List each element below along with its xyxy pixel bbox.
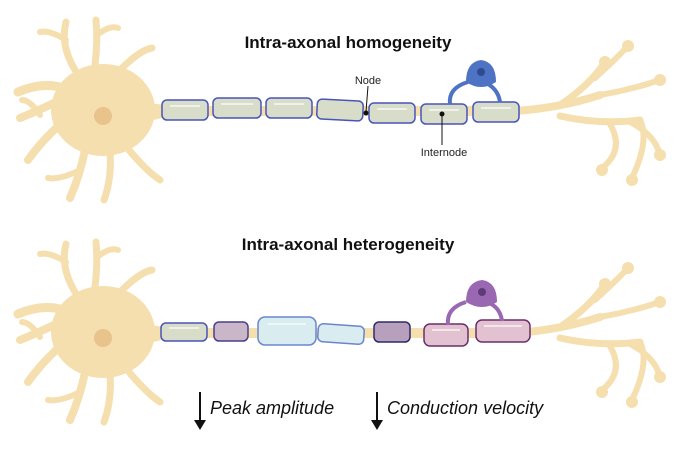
down-arrow-icon <box>194 420 206 430</box>
effect-label: Conduction velocity <box>387 398 544 418</box>
myelin-sheath <box>475 319 531 343</box>
oligodendrocyte <box>447 60 502 105</box>
myelin-sheath <box>265 97 313 119</box>
myelin-sheath <box>213 321 249 342</box>
myelin-sheath <box>161 99 209 121</box>
effect-conduction-velocity: Conduction velocity <box>371 392 544 430</box>
panel-title: Intra-axonal heterogeneity <box>242 235 455 254</box>
oligodendrocyte <box>445 280 504 326</box>
panel-title: Intra-axonal homogeneity <box>245 33 452 52</box>
node-label: Node <box>355 75 381 87</box>
internode-label: Internode <box>421 147 467 159</box>
panel-heterogeneity: Intra-axonal heterogeneity <box>18 235 666 422</box>
oligodendrocyte-nucleus <box>478 288 486 296</box>
panel-homogeneity: Intra-axonal homogeneity <box>18 20 666 200</box>
myelin-sheaths <box>161 97 520 125</box>
effect-peak-amplitude: Peak amplitude <box>194 392 334 430</box>
sheath-highlights <box>170 103 511 111</box>
down-arrow-icon <box>371 420 383 430</box>
sheath-highlights <box>169 323 522 331</box>
node-annotation: Node <box>355 75 381 116</box>
myelin-sheath <box>472 101 520 123</box>
myelin-sheath <box>368 102 416 124</box>
oligodendrocyte-nucleus <box>477 68 485 76</box>
myelin-sheath <box>317 323 365 345</box>
myelin-sheath <box>423 323 469 347</box>
myelin-sheath <box>257 316 317 346</box>
internode-annotation: Internode <box>421 111 467 159</box>
myelin-sheath <box>160 322 208 342</box>
myelin-sheath <box>316 98 364 122</box>
effect-label: Peak amplitude <box>210 398 334 418</box>
myelin-sheath <box>212 97 262 119</box>
myelin-sheath <box>373 321 411 343</box>
